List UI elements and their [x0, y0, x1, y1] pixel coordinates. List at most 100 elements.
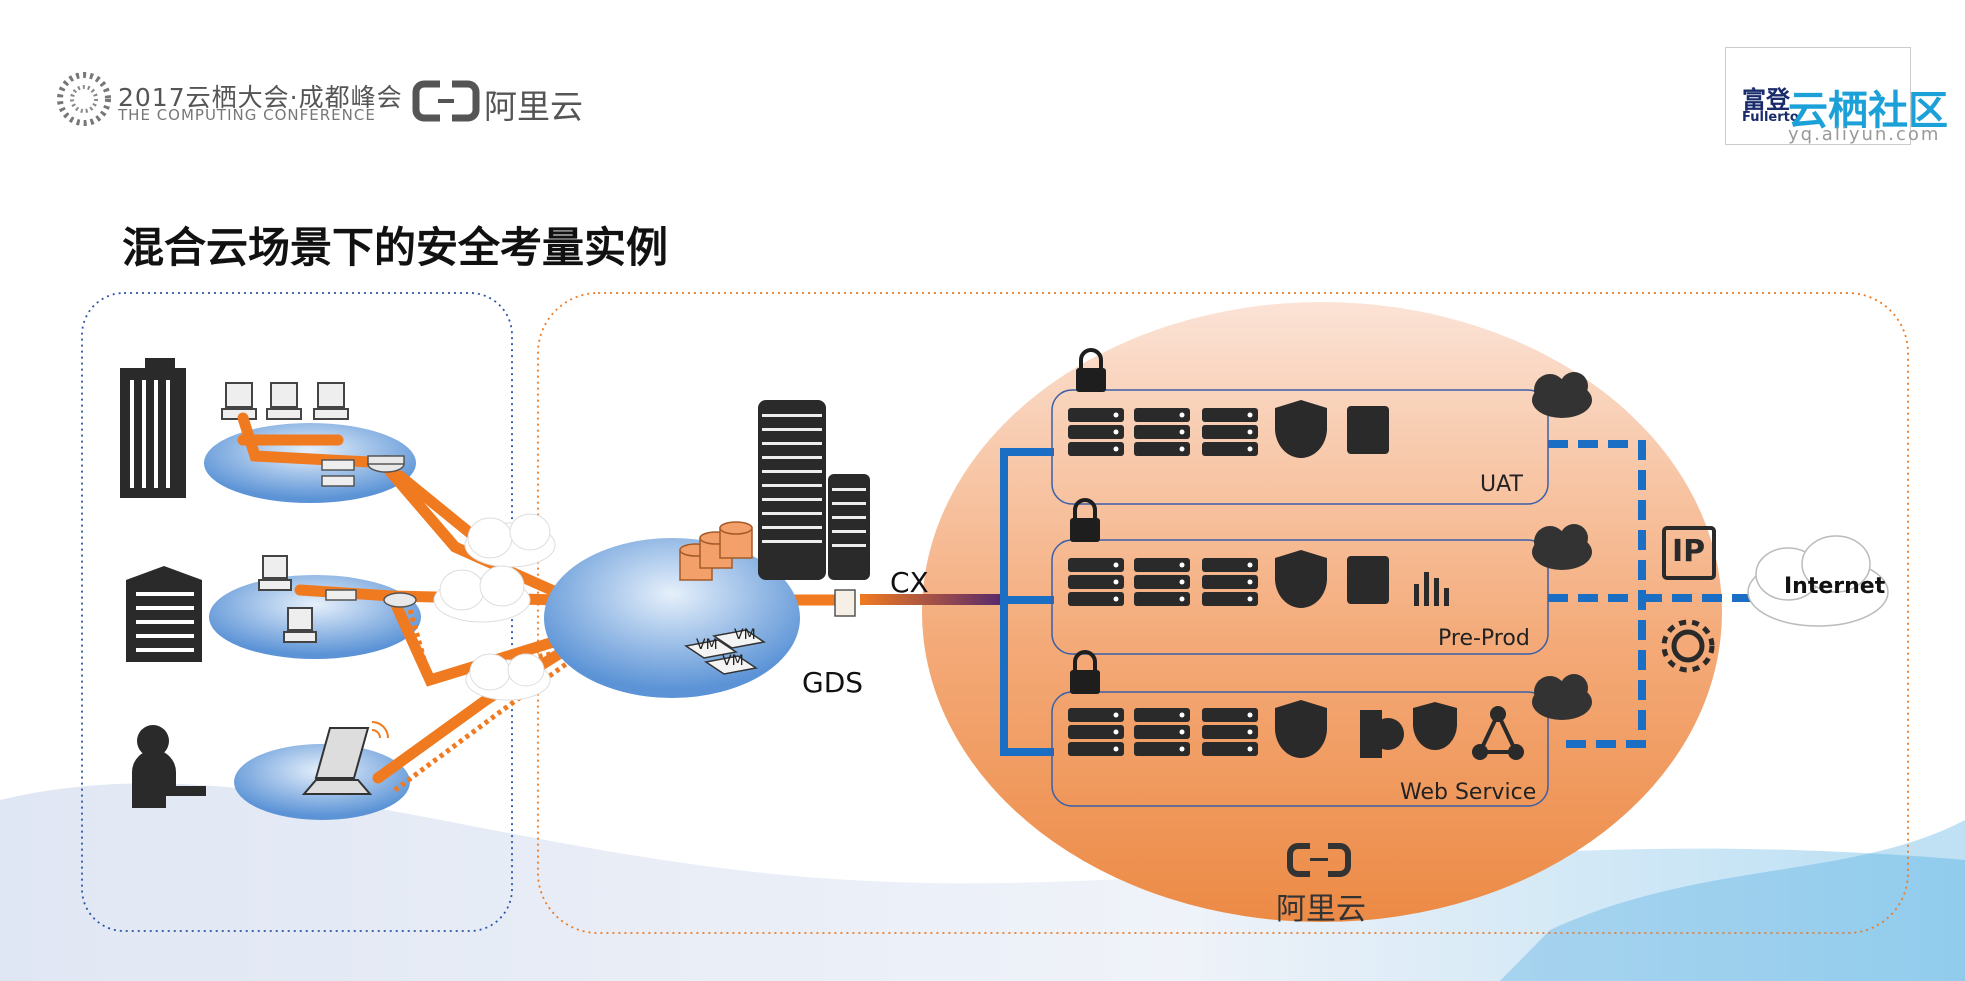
- preprod-panel: [1051, 539, 1549, 655]
- server-unit: [1202, 708, 1258, 722]
- server-led: [1179, 596, 1185, 602]
- server-led: [1247, 729, 1253, 735]
- server-led: [1113, 746, 1119, 752]
- transit-cloud-icon: [433, 513, 556, 701]
- gear-icon: [1661, 619, 1715, 673]
- aliyun-logo-icon: [412, 80, 480, 122]
- server-unit: [1134, 592, 1190, 606]
- server-unit: [1134, 425, 1190, 439]
- waf-icon: [1360, 702, 1524, 760]
- vm-icon: [684, 629, 766, 675]
- shield-icon: [1275, 400, 1327, 759]
- laptop-icon: [301, 727, 373, 795]
- server-unit: [1202, 725, 1258, 739]
- workstation-icon: [221, 382, 349, 643]
- server-unit: [1068, 725, 1124, 739]
- server-led: [1179, 562, 1185, 568]
- server-led: [1247, 412, 1253, 418]
- server-unit: [1068, 592, 1124, 606]
- server-unit: [1068, 558, 1124, 572]
- server-unit: [1202, 742, 1258, 756]
- community-name: 云栖社区: [1788, 88, 1948, 134]
- server-unit: [1134, 725, 1190, 739]
- server-unit: [1202, 575, 1258, 589]
- server-led: [1247, 429, 1253, 435]
- env-label-webservice: Web Service: [1400, 780, 1537, 805]
- server-unit: [1068, 708, 1124, 722]
- partner-logo-box: [1725, 47, 1911, 145]
- headquarters-building-icon: [120, 358, 186, 498]
- cx-link: [860, 594, 1000, 605]
- server-led: [1247, 562, 1253, 568]
- branch-building-icon: [126, 566, 202, 662]
- internet-cloud-icon: [1747, 535, 1889, 627]
- server-unit: [1068, 575, 1124, 589]
- server-unit: [1068, 742, 1124, 756]
- internet-label: Internet: [1784, 574, 1886, 599]
- server-led: [1113, 412, 1119, 418]
- server-led: [1113, 712, 1119, 718]
- server-unit: [1202, 425, 1258, 439]
- vm-label: VM: [722, 653, 744, 669]
- partner-name-en: Fullerto: [1742, 110, 1799, 125]
- partner-name-cn: 富登: [1742, 86, 1790, 114]
- gds-label: GDS: [802, 666, 864, 699]
- wireless-signal-icon: [371, 721, 389, 739]
- webservice-panel: [1051, 691, 1549, 807]
- conference-subtitle: THE COMPUTING CONFERENCE: [118, 106, 376, 124]
- server-led: [1247, 596, 1253, 602]
- server-unit: [1068, 425, 1124, 439]
- server-led: [1179, 712, 1185, 718]
- server-unit: [1202, 592, 1258, 606]
- server-unit: [1202, 442, 1258, 456]
- community-url: yq.aliyun.com: [1788, 124, 1941, 145]
- monitoring-bars-icon: [1414, 572, 1449, 606]
- ip-label: IP: [1672, 534, 1706, 569]
- server-led: [1247, 446, 1253, 452]
- server-led: [1113, 562, 1119, 568]
- server-unit: [1134, 558, 1190, 572]
- server-led: [1113, 596, 1119, 602]
- conference-logo-icon: [57, 72, 111, 126]
- switch-icon: [321, 459, 357, 601]
- server-unit: [1134, 575, 1190, 589]
- key-management-icon: [1347, 406, 1389, 604]
- lock-icon: [1070, 348, 1106, 694]
- vm-label: VM: [696, 637, 718, 653]
- blue-internal-links: [1000, 448, 1054, 756]
- server-led: [1179, 429, 1185, 435]
- server-unit: [1134, 742, 1190, 756]
- database-icon: [679, 521, 753, 581]
- aliyun-cloud-ellipse: [922, 302, 1722, 922]
- server-led: [1113, 446, 1119, 452]
- server-unit: [1202, 408, 1258, 422]
- gateway-cloud-icon: [1532, 372, 1592, 720]
- server-led: [1113, 579, 1119, 585]
- conference-title: 2017云栖大会·成都峰会: [118, 83, 403, 112]
- server-led: [1113, 729, 1119, 735]
- server-unit: [1068, 442, 1124, 456]
- background-wave-accent: [1500, 820, 1965, 981]
- server-led: [1247, 579, 1253, 585]
- env-label-uat: UAT: [1480, 472, 1523, 497]
- server-led: [1113, 429, 1119, 435]
- page-title: 混合云场景下的安全考量实例: [122, 223, 669, 272]
- aliyun-brand-name: 阿里云: [484, 87, 583, 126]
- env-label-preprod: Pre-Prod: [1438, 626, 1530, 651]
- server-led: [1247, 712, 1253, 718]
- cx-label: CX: [890, 566, 929, 599]
- aliyun-bottom-logo-icon: [1287, 843, 1351, 877]
- server-led: [1179, 729, 1185, 735]
- ip-address-icon: [1662, 526, 1716, 580]
- server-unit: [1202, 558, 1258, 572]
- server-led: [1247, 746, 1253, 752]
- server-unit: [1134, 408, 1190, 422]
- server-unit: [1134, 442, 1190, 456]
- datacenter-tower-icon: [758, 400, 870, 580]
- server-led: [1179, 412, 1185, 418]
- aliyun-cloud-label: 阿里云: [1276, 892, 1366, 927]
- remote-user-icon: [132, 725, 206, 808]
- uat-panel: [1051, 389, 1549, 505]
- server-led: [1179, 746, 1185, 752]
- vm-label: VM: [734, 627, 756, 643]
